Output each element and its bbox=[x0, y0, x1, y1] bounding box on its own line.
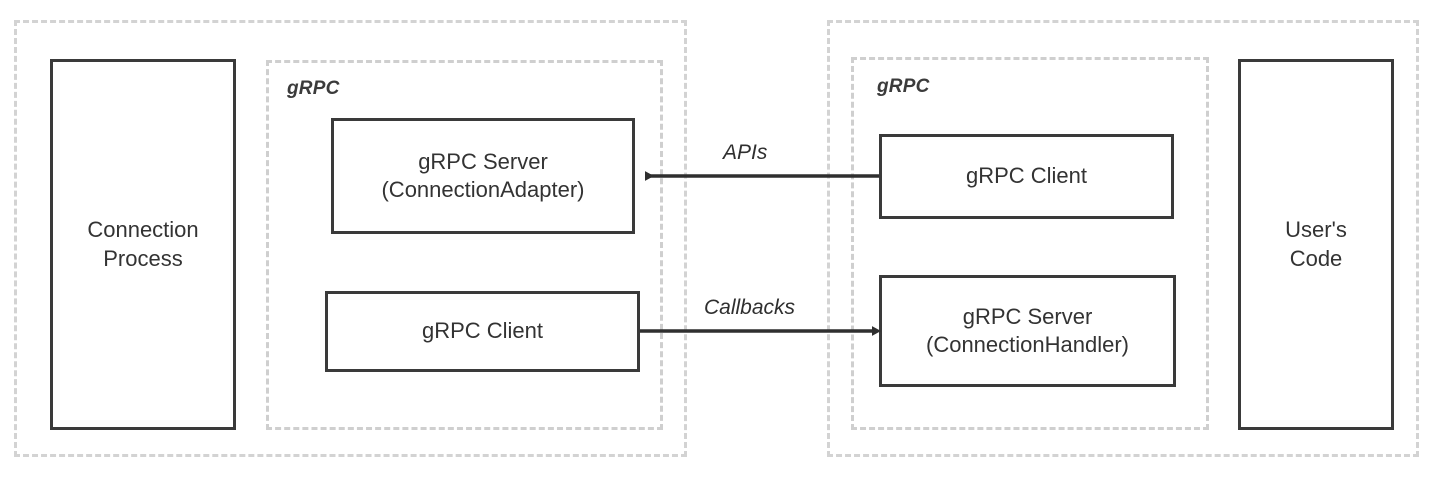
user-code-group bbox=[827, 20, 1419, 457]
callbacks-edge-label: Callbacks bbox=[704, 296, 796, 319]
grpc-server-adapter-line-1: gRPC Server bbox=[418, 148, 548, 174]
grpc-group-right-label: gRPC bbox=[877, 76, 930, 97]
grpc-group-left-label: gRPC bbox=[287, 78, 340, 99]
apis-edge-label: APIs bbox=[723, 141, 768, 164]
users-code-line-1: User's bbox=[1285, 217, 1347, 243]
connection-process-node[interactable]: Connection Process bbox=[50, 59, 236, 430]
grpc-server-handler-line-1: gRPC Server bbox=[962, 303, 1093, 329]
grpc-server-handler-line-2: (ConnectionHandler) bbox=[926, 332, 1129, 357]
users-code-line-2: Code bbox=[1289, 245, 1343, 271]
connection-process-line-1: Connection bbox=[87, 217, 199, 243]
grpc-group-right bbox=[851, 57, 1209, 430]
grpc-server-connection-adapter-node[interactable]: gRPC Server (ConnectionAdapter) bbox=[331, 118, 635, 234]
grpc-client-right-node[interactable]: gRPC Client bbox=[879, 134, 1174, 219]
grpc-client-right-line-1: gRPC Client bbox=[965, 163, 1088, 189]
grpc-client-left-line-1: gRPC Client bbox=[421, 318, 544, 344]
users-code-node[interactable]: User's Code bbox=[1238, 59, 1394, 430]
connection-process-group bbox=[14, 20, 687, 457]
connection-process-line-2: Process bbox=[103, 245, 183, 271]
grpc-group-left bbox=[266, 60, 663, 430]
grpc-server-connection-handler-node[interactable]: gRPC Server (ConnectionHandler) bbox=[879, 275, 1176, 387]
grpc-server-adapter-line-2: (ConnectionAdapter) bbox=[381, 177, 585, 202]
grpc-client-left-node[interactable]: gRPC Client bbox=[325, 291, 640, 372]
